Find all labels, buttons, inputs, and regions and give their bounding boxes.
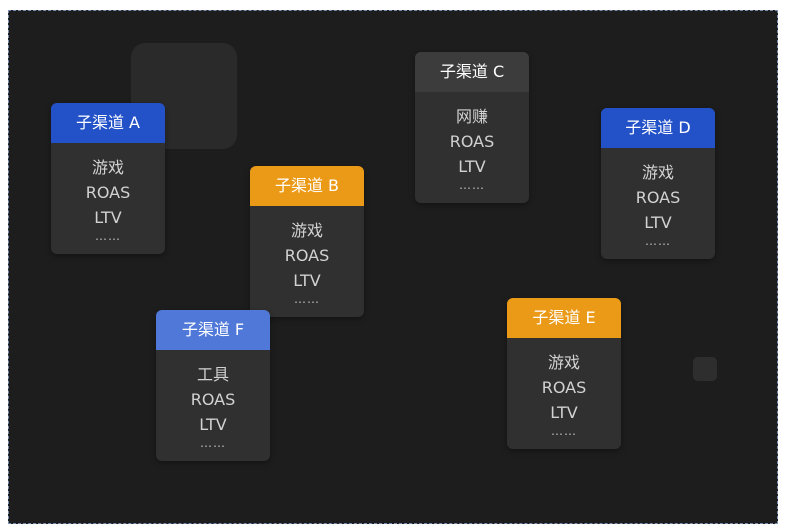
- card-metric-roas: ROAS: [85, 183, 131, 202]
- card-metric-ltv: LTV: [644, 213, 672, 232]
- card-ellipsis: ……: [200, 436, 226, 450]
- card-category: 网赚: [455, 107, 488, 126]
- card-body: 游戏 ROAS LTV ……: [507, 338, 621, 449]
- card-metric-ltv: LTV: [458, 157, 486, 176]
- card-metric-roas: ROAS: [635, 188, 681, 207]
- card-metric-roas: ROAS: [284, 246, 330, 265]
- card-category: 游戏: [290, 221, 323, 240]
- card-metric-roas: ROAS: [449, 132, 495, 151]
- card-metric-ltv: LTV: [199, 415, 227, 434]
- card-channel-a: 子渠道 A 游戏 ROAS LTV ……: [51, 103, 165, 254]
- card-metric-roas: ROAS: [541, 378, 587, 397]
- card-ellipsis: ……: [294, 292, 320, 306]
- card-ellipsis: ……: [459, 178, 485, 192]
- card-category: 游戏: [641, 163, 674, 182]
- card-category: 游戏: [547, 353, 580, 372]
- card-ellipsis: ……: [645, 234, 671, 248]
- card-channel-c: 子渠道 C 网赚 ROAS LTV ……: [415, 52, 529, 203]
- card-header: 子渠道 F: [156, 310, 270, 350]
- card-metric-ltv: LTV: [550, 403, 578, 422]
- card-category: 游戏: [91, 158, 124, 177]
- card-header: 子渠道 D: [601, 108, 715, 148]
- card-body: 工具 ROAS LTV ……: [156, 350, 270, 461]
- card-metric-ltv: LTV: [94, 208, 122, 227]
- card-metric-ltv: LTV: [293, 271, 321, 290]
- card-header: 子渠道 C: [415, 52, 529, 92]
- card-header: 子渠道 B: [250, 166, 364, 206]
- card-body: 游戏 ROAS LTV ……: [250, 206, 364, 317]
- card-metric-roas: ROAS: [190, 390, 236, 409]
- diagram-canvas: 子渠道 A 游戏 ROAS LTV …… 子渠道 B 游戏 ROAS LTV ……: [8, 10, 778, 524]
- card-channel-e: 子渠道 E 游戏 ROAS LTV ……: [507, 298, 621, 449]
- card-channel-d: 子渠道 D 游戏 ROAS LTV ……: [601, 108, 715, 259]
- card-channel-b: 子渠道 B 游戏 ROAS LTV ……: [250, 166, 364, 317]
- card-body: 网赚 ROAS LTV ……: [415, 92, 529, 203]
- card-header: 子渠道 A: [51, 103, 165, 143]
- decorative-square-small: [693, 357, 717, 381]
- card-body: 游戏 ROAS LTV ……: [601, 148, 715, 259]
- card-ellipsis: ……: [95, 229, 121, 243]
- card-category: 工具: [196, 365, 229, 384]
- card-ellipsis: ……: [551, 424, 577, 438]
- card-body: 游戏 ROAS LTV ……: [51, 143, 165, 254]
- card-channel-f: 子渠道 F 工具 ROAS LTV ……: [156, 310, 270, 461]
- card-header: 子渠道 E: [507, 298, 621, 338]
